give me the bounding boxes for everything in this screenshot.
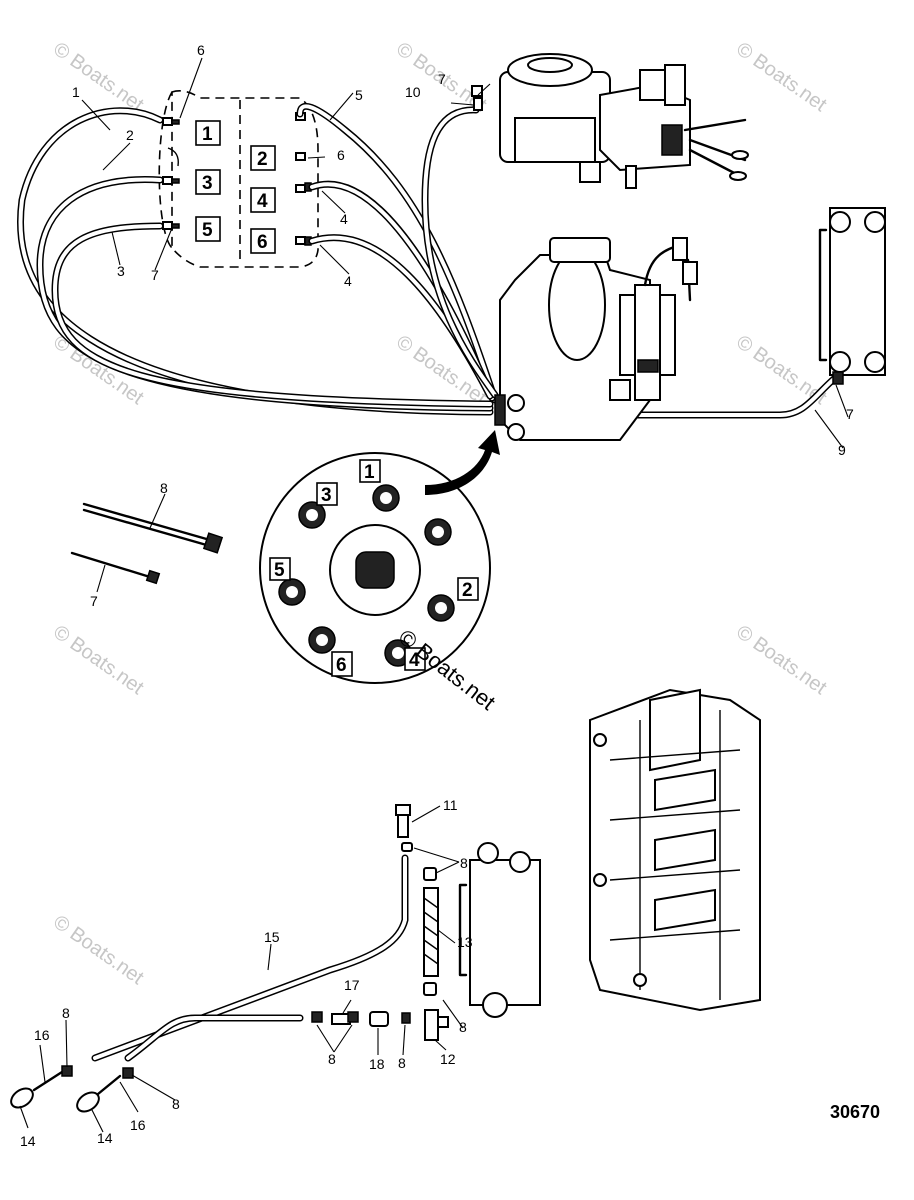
watermark: © Boats.net (49, 911, 148, 989)
watermark: © Boats.net (49, 621, 148, 699)
callout-labels: 1 2 3 4 4 5 6 6 7 7 7 7 8 8 8 8 8 8 8 9 … (20, 42, 854, 1149)
callout-8: 8 (172, 1096, 180, 1112)
callout-10: 10 (405, 84, 421, 100)
fuel-pump-assembly (471, 53, 749, 189)
pulse-hose-group (16, 102, 839, 419)
watermark: © Boats.net (732, 38, 831, 116)
callout-14: 14 (97, 1130, 113, 1146)
water-separator-assembly (818, 207, 886, 385)
fitting-group (162, 112, 312, 246)
callout-8: 8 (459, 1019, 467, 1035)
callout-4: 4 (340, 211, 348, 227)
callout-8: 8 (160, 480, 168, 496)
cylinder-box-2: 2 (250, 145, 276, 171)
flywheel-label-4: 4 (409, 650, 420, 671)
lower-fuel-assembly (10, 804, 541, 1113)
callout-18: 18 (369, 1056, 385, 1072)
callout-7: 7 (151, 267, 159, 283)
callout-6: 6 (197, 42, 205, 58)
callout-9: 9 (838, 442, 846, 458)
callout-2: 2 (126, 127, 134, 143)
callout-8: 8 (328, 1051, 336, 1067)
cylinder-box-label: 5 (202, 220, 213, 241)
flywheel-label-6: 6 (336, 655, 347, 676)
flywheel-diagram: 1 2 3 4 5 6 © Boats.net (259, 430, 500, 715)
callout-11: 11 (443, 797, 458, 813)
flywheel-label-2: 2 (462, 580, 473, 601)
callout-7: 7 (846, 406, 854, 422)
callout-5: 5 (355, 87, 363, 103)
cylinder-box-4: 4 (250, 187, 276, 213)
callout-6: 6 (337, 147, 345, 163)
cylinder-box-1: 1 (195, 120, 221, 146)
callout-8: 8 (62, 1005, 70, 1021)
callout-8: 8 (398, 1055, 406, 1071)
watermark: © Boats.net (732, 621, 831, 699)
callout-1: 1 (72, 84, 80, 100)
callout-14: 14 (20, 1133, 36, 1149)
flywheel-label-3: 3 (321, 485, 332, 506)
cylinder-box-label: 1 (202, 124, 213, 145)
watermark: © Boats.net (49, 38, 148, 116)
flywheel-label-5: 5 (274, 560, 285, 581)
flywheel-label-1: 1 (364, 462, 375, 483)
vapor-separator-assembly (494, 237, 698, 441)
diagram-reference-number: 30670 (830, 1102, 880, 1122)
rotation-arrow-icon (425, 430, 500, 495)
callout-8: 8 (460, 855, 468, 871)
cylinder-box-label: 4 (257, 191, 268, 212)
cylinder-box-label: 6 (257, 232, 268, 253)
cable-ties (70, 502, 224, 585)
callout-16: 16 (34, 1027, 50, 1043)
cylinder-box-6: 6 (250, 228, 276, 254)
cylinder-box-label: 2 (257, 149, 268, 170)
callout-12: 12 (440, 1051, 456, 1067)
callout-13: 13 (457, 934, 473, 950)
callout-16: 16 (130, 1117, 146, 1133)
callout-17: 17 (344, 977, 360, 993)
callout-15: 15 (264, 929, 280, 945)
callout-3: 3 (117, 263, 125, 279)
callout-4: 4 (344, 273, 352, 289)
cylinder-box-3: 3 (195, 169, 221, 195)
callout-7: 7 (438, 71, 446, 87)
leader-lines (19, 57, 849, 1133)
callout-7: 7 (90, 593, 98, 609)
powerhead-block (589, 688, 761, 1012)
cylinder-layout-diagram: 1 2 3 4 5 6 (158, 90, 319, 268)
cylinder-box-label: 3 (202, 173, 213, 194)
cylinder-box-5: 5 (195, 216, 221, 242)
